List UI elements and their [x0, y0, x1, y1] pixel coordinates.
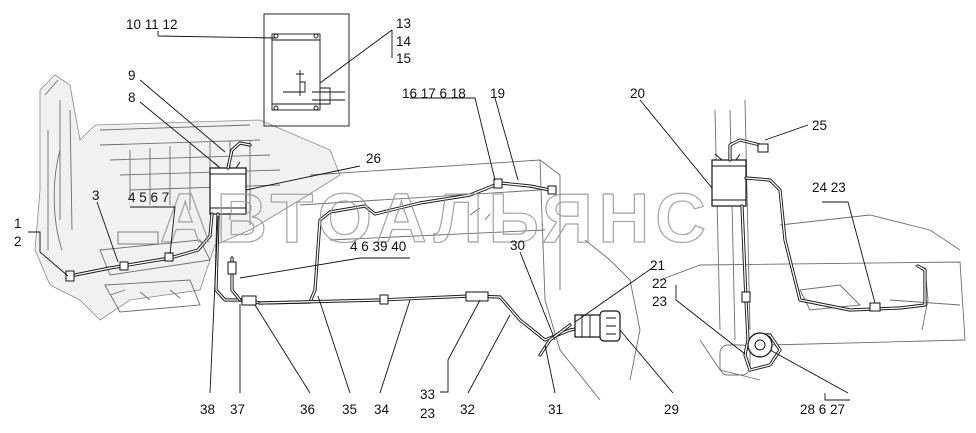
callout-3: 3 [92, 188, 100, 203]
inset-detail [263, 13, 350, 127]
callout-19: 19 [490, 86, 505, 101]
callout-4-5-6-7: 4 5 6 7 [128, 190, 169, 205]
callout-15: 15 [396, 51, 411, 66]
callout-28-6-27: 28 6 27 [800, 402, 845, 417]
callout-36: 36 [300, 402, 315, 417]
callout-26: 26 [366, 151, 381, 166]
callout-22: 22 [652, 276, 667, 291]
callout-25: 25 [812, 118, 827, 133]
frame-rail-sketch [299, 99, 966, 401]
callout-labels: 10 11 12 13 14 15 9 8 16 17 6 18 19 20 2… [14, 16, 846, 421]
callout-35: 35 [342, 402, 357, 417]
callout-30: 30 [510, 238, 525, 253]
callout-23-upper: 23 [652, 294, 667, 309]
callout-24-23: 24 23 [812, 180, 846, 195]
callout-37: 37 [230, 402, 245, 417]
callout-13: 13 [396, 16, 411, 31]
engine-block-sketch [34, 74, 341, 321]
brake-chamber [747, 332, 773, 358]
callout-31: 31 [548, 402, 563, 417]
callout-8: 8 [128, 90, 136, 105]
coupling-head [574, 310, 621, 342]
watermark-text: АВТОАЛЬЯНС [160, 179, 712, 257]
callout-1: 1 [14, 216, 22, 231]
callout-21: 21 [650, 258, 665, 273]
air-tank-right [711, 153, 747, 207]
callout-20: 20 [630, 86, 645, 101]
callout-4-6-39-40: 4 6 39 40 [350, 239, 406, 254]
callout-16-17-6-18: 16 17 6 18 [402, 86, 466, 101]
callout-38: 38 [200, 402, 215, 417]
callout-33: 33 [420, 387, 435, 402]
callout-9: 9 [128, 68, 136, 83]
callout-23-lower: 23 [420, 406, 435, 421]
callout-10-11-12: 10 11 12 [126, 17, 178, 32]
callout-14: 14 [396, 34, 412, 49]
pipe-fittings [65, 143, 881, 312]
callout-34: 34 [374, 402, 390, 417]
callout-2: 2 [14, 234, 22, 249]
leader-lines [28, 29, 876, 401]
callout-32: 32 [460, 402, 475, 417]
callout-29: 29 [664, 402, 679, 417]
